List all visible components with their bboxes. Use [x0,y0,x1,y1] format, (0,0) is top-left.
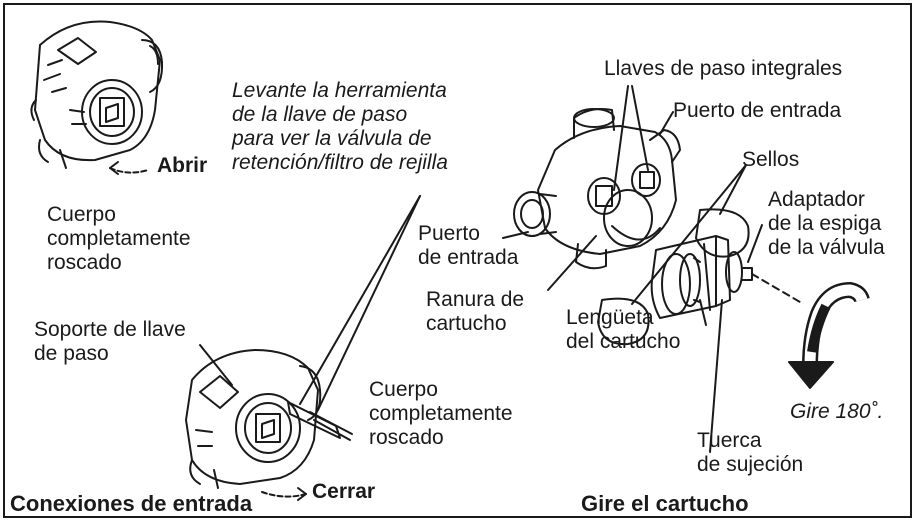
label-line: Adaptador [768,188,865,211]
instruction-line: para ver la válvula de [232,127,432,150]
label-line: de entrada [418,246,519,269]
body-bottom-label: Cuerpo completamente roscado [369,378,513,450]
label-line: Puerto [418,222,480,245]
integral-stops-label: Llaves de paso integrales [604,57,843,80]
label-line: cartucho [426,312,507,335]
bracket-label: Soporte de llave de paso [34,318,186,366]
cartridge-tab-label: Lengüeta del cartucho [566,306,680,354]
inlet-port-top-label: Puerto de entrada [673,99,842,122]
label-line: Soporte de llave [34,318,186,341]
label-line: completamente [47,227,191,250]
label-line: Ranura de [426,288,525,311]
label-line: de la válvula [768,236,885,259]
valve-assembly-illustration [513,108,801,346]
caption-rotate-cartridge: Gire el cartucho [581,491,749,516]
instruction-line: de la llave de paso [232,103,408,126]
valve-body-closed-illustration [185,349,353,489]
label-line: del cartucho [566,330,681,353]
diagram-border [3,3,912,518]
instruction-text: Levante la herramienta de la llave de pa… [232,79,448,175]
label-line: roscado [369,426,444,449]
caption-inlet-connections: Conexiones de entrada [10,491,253,516]
valve-body-open-illustration [30,20,164,169]
label-line: Lengüeta [566,306,654,329]
rotate-label: Gire 180˚. [790,400,884,423]
instruction-line: retención/filtro de rejilla [232,151,448,174]
body-top-label: Cuerpo completamente roscado [47,203,191,275]
label-line: roscado [47,251,122,274]
label-line: Cuerpo [369,378,438,401]
open-label: Abrir [157,154,208,177]
seals-label: Sellos [742,148,800,171]
close-arrow-icon [261,491,307,498]
label-line: Cuerpo [47,203,116,226]
rotate-arrow-icon [788,281,870,389]
inlet-port-left-label: Puerto de entrada [418,222,518,270]
instruction-line: Levante la herramienta [232,79,447,102]
label-line: de sujeción [697,453,804,476]
label-line: de la espiga [768,212,882,235]
retaining-nut-label: Tuerca de sujeción [697,429,803,477]
label-line: Tuerca [697,429,762,452]
close-label: Cerrar [312,480,376,503]
cartridge-slot-label: Ranura de cartucho [426,288,524,336]
label-line: completamente [369,402,513,425]
label-line: de paso [34,342,109,365]
stem-adapter-label: Adaptador de la espiga de la válvula [768,188,885,260]
